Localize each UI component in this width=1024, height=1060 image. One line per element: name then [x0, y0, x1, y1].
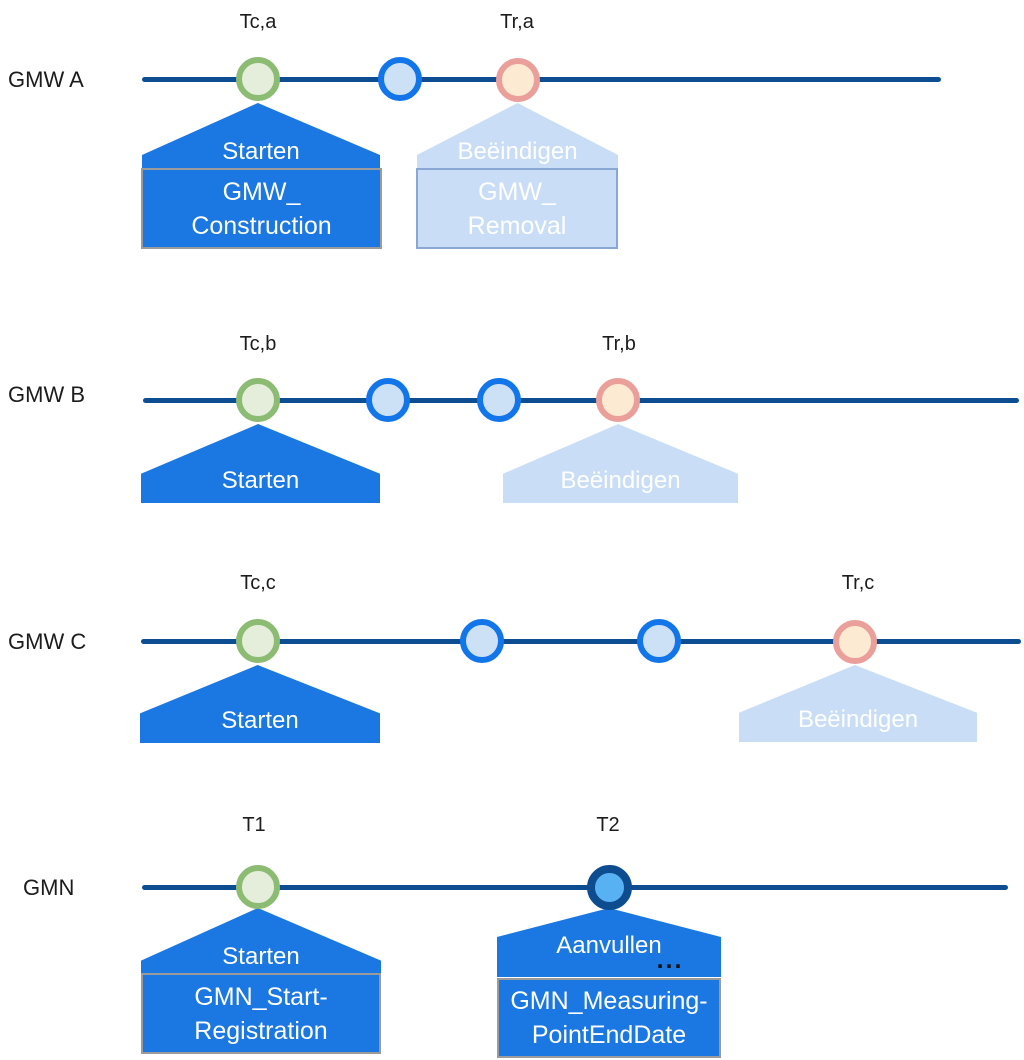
- gmw-b-end-action-title: Beëindigen: [560, 467, 681, 494]
- gmn-time-label-t2: T2: [596, 814, 620, 836]
- gmw-a-removal-event-box: GMW_ Removal: [416, 168, 618, 249]
- row-label-gmn: GMN: [23, 875, 75, 900]
- gmw-c-intermediate-marker-1: [460, 619, 504, 663]
- gmw-a-start-action-title: Starten: [222, 138, 300, 165]
- gmn-time-label-t1: T1: [242, 814, 266, 836]
- gmn-supplement-action-shape: Aanvullen: [497, 908, 721, 977]
- gmn-start-registration-line2: Registration: [194, 1016, 328, 1045]
- gmw-a-removal-line2: Removal: [467, 211, 567, 240]
- gmw-a-time-label-tca: Tc,a: [239, 11, 277, 33]
- gmw-b-intermediate-marker-1: [366, 378, 410, 422]
- gmw-b-timeline: [143, 398, 1019, 403]
- gmn-measuring-point-event-box: GMN_Measuring- PointEndDate: [497, 978, 721, 1058]
- gmn-measuring-end-marker: [587, 865, 632, 910]
- gmw-a-removal-marker: [496, 58, 540, 102]
- gmw-c-start-action-title: Starten: [221, 707, 299, 734]
- gmw-a-construction-line1: GMW_: [222, 177, 301, 206]
- gmw-a-end-action-shape: Beëindigen: [417, 103, 618, 168]
- gmn-supplement-action-title: Aanvullen: [556, 932, 662, 959]
- gmw-b-start-action-title: Starten: [221, 467, 300, 494]
- row-label-gmw-c: GMW C: [8, 629, 87, 654]
- gmw-c-construction-marker: [236, 619, 280, 663]
- gmw-b-start-action-shape: Starten: [141, 424, 380, 503]
- gmw-a-end-action-title: Beëindigen: [457, 138, 578, 165]
- gmw-c-intermediate-marker-2: [637, 619, 681, 663]
- gmw-a-time-label-tra: Tr,a: [500, 11, 534, 33]
- row-label-gmw-a: GMW A: [8, 67, 84, 92]
- gmw-a-construction-event-box: GMW_ Construction: [141, 168, 382, 249]
- gmw-b-time-label-trb: Tr,b: [602, 333, 636, 355]
- gmn-start-action-shape: Starten: [141, 908, 381, 973]
- gmw-b-intermediate-marker-2: [477, 378, 521, 422]
- gmw-a-intermediate-marker: [378, 57, 422, 101]
- gmn-measuring-point-line2: PointEndDate: [531, 1021, 687, 1049]
- gmw-c-timeline: [141, 639, 1021, 644]
- gmn-start-registration-event-box: GMN_Start- Registration: [141, 973, 381, 1054]
- gmw-b-construction-marker: [236, 378, 280, 422]
- gmw-a-removal-line1: GMW_: [478, 177, 556, 206]
- gmw-a-construction-marker: [236, 57, 280, 101]
- gmw-b-end-action-shape: Beëindigen: [503, 424, 738, 503]
- gmw-c-start-action-shape: Starten: [140, 665, 380, 743]
- gmw-c-time-label-tcc: Tc,c: [240, 572, 276, 594]
- gmn-timeline: [142, 885, 1008, 890]
- gmw-b-removal-marker: [596, 378, 640, 422]
- gmw-c-time-label-trc: Tr,c: [841, 572, 875, 594]
- gmn-start-action-title: Starten: [222, 943, 300, 970]
- gmn-measuring-point-line1: GMN_Measuring-: [510, 987, 708, 1015]
- gmw-b-time-label-tcb: Tc,b: [239, 333, 277, 355]
- gmw-a-start-action-shape: Starten: [142, 103, 380, 168]
- gmw-c-removal-marker: [833, 620, 877, 664]
- gmn-supplement-ellipsis: ...: [656, 946, 684, 974]
- gmn-registration-start-marker: [236, 865, 280, 909]
- gmw-a-timeline: [142, 77, 941, 82]
- gmw-c-end-action-shape: Beëindigen: [739, 665, 977, 742]
- gmw-c-end-action-title: Beëindigen: [797, 706, 919, 733]
- row-label-gmw-b: GMW B: [8, 382, 85, 407]
- gmn-start-registration-line1: GMN_Start-: [194, 982, 328, 1011]
- gmw-a-construction-line2: Construction: [191, 211, 332, 240]
